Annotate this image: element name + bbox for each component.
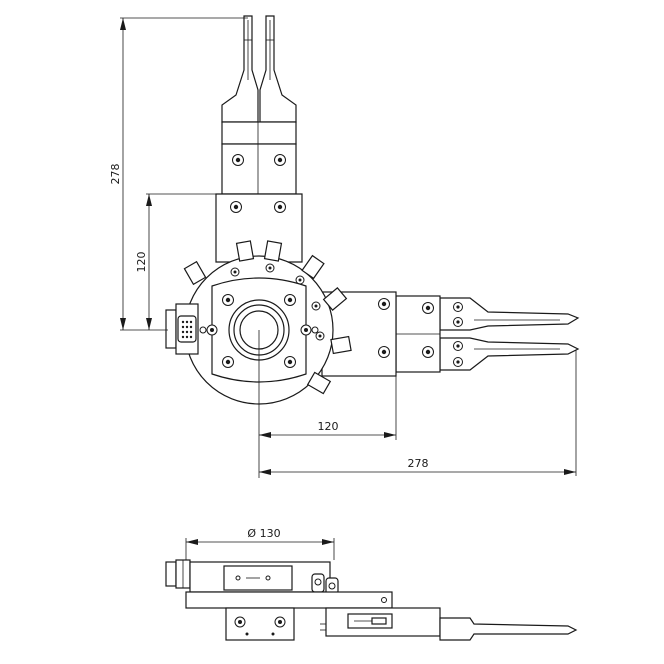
upper-gripper-fingers — [221, 15, 297, 136]
top-view — [165, 15, 580, 405]
dimension-horizontal-inner: 120 — [258, 330, 397, 478]
upper-gripper-body — [221, 121, 297, 195]
dim-label-vertical-inner: 120 — [135, 252, 148, 273]
right-gripper-fingers — [439, 297, 580, 371]
dim-label-diameter: Ø 130 — [247, 527, 280, 540]
dimension-diameter: Ø 130 — [185, 527, 335, 560]
dimension-horizontal-overall: 278 — [259, 350, 577, 476]
dimension-vertical-overall: 278 — [109, 17, 248, 331]
pneumatic-valves — [183, 240, 352, 395]
electrical-connector — [165, 303, 199, 355]
upper-mounting-plate — [215, 193, 303, 263]
dim-label-horizontal-overall: 278 — [408, 457, 429, 470]
dim-label-vertical-overall: 278 — [109, 164, 122, 185]
right-gripper-body — [395, 295, 441, 373]
dimension-vertical-inner: 120 — [135, 193, 216, 330]
side-view: Ø 130 — [165, 527, 578, 641]
dim-label-horizontal-inner: 120 — [318, 420, 339, 433]
